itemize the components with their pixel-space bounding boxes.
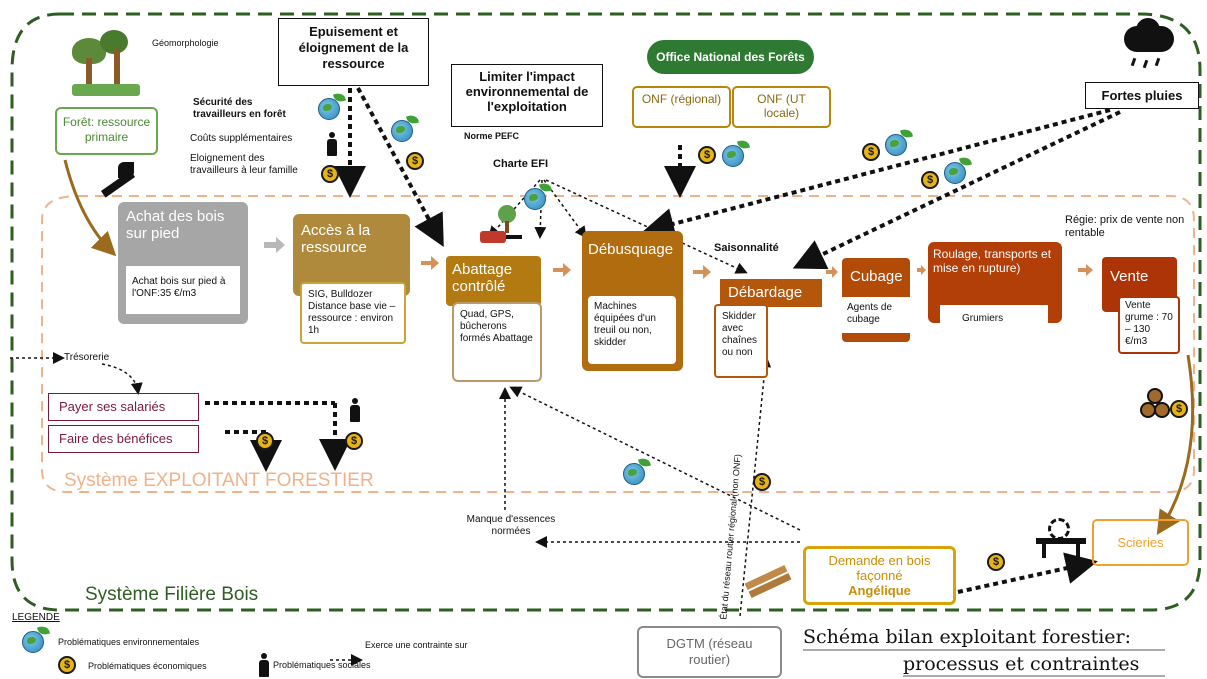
fortes-pluies-label: Fortes pluies xyxy=(1101,88,1183,103)
systeme-filiere-label: Système Filière Bois xyxy=(85,584,259,605)
foret-box: Forêt: ressource primaire xyxy=(55,107,158,155)
step-abattage-title: Abattage contrôlé xyxy=(452,261,513,295)
legend-arrow: Exerce une contrainte sur xyxy=(365,640,468,650)
onf-logo: Office National des Forêts xyxy=(647,40,814,74)
eco-icon: $ xyxy=(256,432,274,450)
dgtm-label: DGTM (réseau routier) xyxy=(666,636,753,667)
geomorph-label: Géomorphologie xyxy=(152,38,219,48)
step-debardage xyxy=(720,279,822,307)
limiter-label: Limiter l'impact environnemental de l'ex… xyxy=(465,69,589,114)
regie-label: Régie: prix de vente non rentable xyxy=(1065,214,1185,239)
eloignement-label: Eloignement des travailleurs à leur fami… xyxy=(190,153,298,176)
env-icon xyxy=(623,463,645,485)
eco-icon: $ xyxy=(862,143,880,161)
eco-icon: $ xyxy=(753,473,771,491)
step-acces-title: Accès à la ressource xyxy=(301,222,371,256)
eco-icon: $ xyxy=(698,146,716,164)
eco-icon: $ xyxy=(921,171,939,189)
payer-box: Payer ses salariés xyxy=(48,393,199,421)
legend-eco: Problématiques économiques xyxy=(88,661,207,671)
logs-icon: $ xyxy=(1140,388,1188,420)
step-debusquage-detail: Machines équipées d'un treuil ou non, sk… xyxy=(588,296,676,364)
harvester-icon xyxy=(478,205,524,247)
diagram-title-line1: Schéma bilan exploitant forestier: xyxy=(803,626,1132,648)
env-icon xyxy=(524,188,546,210)
manque-label: Manque d'essences normées xyxy=(466,514,556,537)
onf-local-box: ONF (UT locale) xyxy=(732,86,831,128)
epuisement-label: Epuisement et éloignement de la ressourc… xyxy=(298,24,409,71)
diagram-title-line2: processus et contraintes xyxy=(903,653,1140,675)
env-icon xyxy=(722,145,744,167)
eco-icon: $ xyxy=(58,656,76,674)
demande-label: Demande en bois façonné xyxy=(828,553,931,583)
saisonnalite-label: Saisonnalité xyxy=(714,242,779,254)
env-icon xyxy=(944,162,966,184)
step-roulage-title: Roulage, transports et mise en rupture) xyxy=(933,247,1052,275)
env-icon xyxy=(391,120,413,142)
step-vente-detail: Vente grume : 70 – 130 €/m3 xyxy=(1118,296,1180,354)
step-cubage-title: Cubage xyxy=(850,268,903,285)
demande-angelique: Angélique xyxy=(848,583,911,598)
social-icon xyxy=(257,653,271,677)
forest-icon xyxy=(72,28,140,98)
env-icon xyxy=(885,134,907,156)
couts-label: Coûts supplémentaires xyxy=(190,133,293,144)
scieries-label: Scieries xyxy=(1117,535,1164,550)
benefices-label: Faire des bénéfices xyxy=(59,431,173,446)
legend-title: LEGENDE xyxy=(12,612,60,623)
charte-label: Charte EFI xyxy=(493,158,549,170)
step-vente-title: Vente xyxy=(1110,268,1149,285)
legend-soc: Problématiques sociales xyxy=(273,660,371,670)
norme-label: Norme PEFC xyxy=(464,131,520,141)
cloud-rain-icon xyxy=(1118,16,1180,76)
systeme-exploitant-label: Système EXPLOITANT FORESTIER xyxy=(64,470,374,491)
saw-icon xyxy=(1036,518,1086,558)
limiter-box: Limiter l'impact environnemental de l'ex… xyxy=(451,64,603,127)
onf-regional-box: ONF (régional) xyxy=(632,86,731,128)
step-acces-detail: SIG, Bulldozer Distance base vie – resso… xyxy=(300,282,406,344)
payer-label: Payer ses salariés xyxy=(59,399,166,414)
epuisement-box: Epuisement et éloignement de la ressourc… xyxy=(278,18,429,86)
env-icon xyxy=(318,98,340,120)
axe-icon xyxy=(96,160,140,200)
tresorerie-label: Trésorerie xyxy=(64,352,110,363)
step-achat-title: Achat des bois sur pied xyxy=(126,208,225,242)
step-roulage-detail: Grumiers xyxy=(940,305,1048,335)
legend-env: Problématiques environnementales xyxy=(58,637,200,647)
step-debardage-detail: Skidder avec chaînes ou non xyxy=(714,304,768,378)
eco-icon: $ xyxy=(406,152,424,170)
step-cubage-detail: Agents de cubage xyxy=(841,297,910,333)
eco-icon: $ xyxy=(345,432,363,450)
social-icon xyxy=(348,398,362,422)
step-abattage xyxy=(446,256,541,306)
securite-label: Sécurité des travailleurs en forêt xyxy=(193,97,286,120)
dgtm-box: DGTM (réseau routier) xyxy=(637,626,782,678)
planks-icon xyxy=(744,560,792,598)
onf-local-label: ONF (UT locale) xyxy=(757,92,806,120)
fortes-pluies-box: Fortes pluies xyxy=(1085,82,1199,109)
demande-box: Demande en bois façonné Angélique xyxy=(803,546,956,605)
eco-icon: $ xyxy=(321,165,339,183)
scieries-box: Scieries xyxy=(1092,519,1189,566)
step-debusquage-title: Débusquage xyxy=(588,241,674,258)
social-icon xyxy=(325,132,339,156)
benefices-box: Faire des bénéfices xyxy=(48,425,199,453)
foret-label: Forêt: ressource primaire xyxy=(62,115,151,144)
env-icon xyxy=(22,631,44,653)
eco-icon: $ xyxy=(987,553,1005,571)
onf-logo-text: Office National des Forêts xyxy=(656,50,805,64)
step-achat-detail: Achat bois sur pied à l'ONF:35 €/m3 xyxy=(126,266,240,314)
step-abattage-detail: Quad, GPS, bûcherons formés Abattage xyxy=(452,302,542,382)
step-debardage-title: Débardage xyxy=(728,284,803,301)
onf-regional-label: ONF (régional) xyxy=(641,92,722,106)
